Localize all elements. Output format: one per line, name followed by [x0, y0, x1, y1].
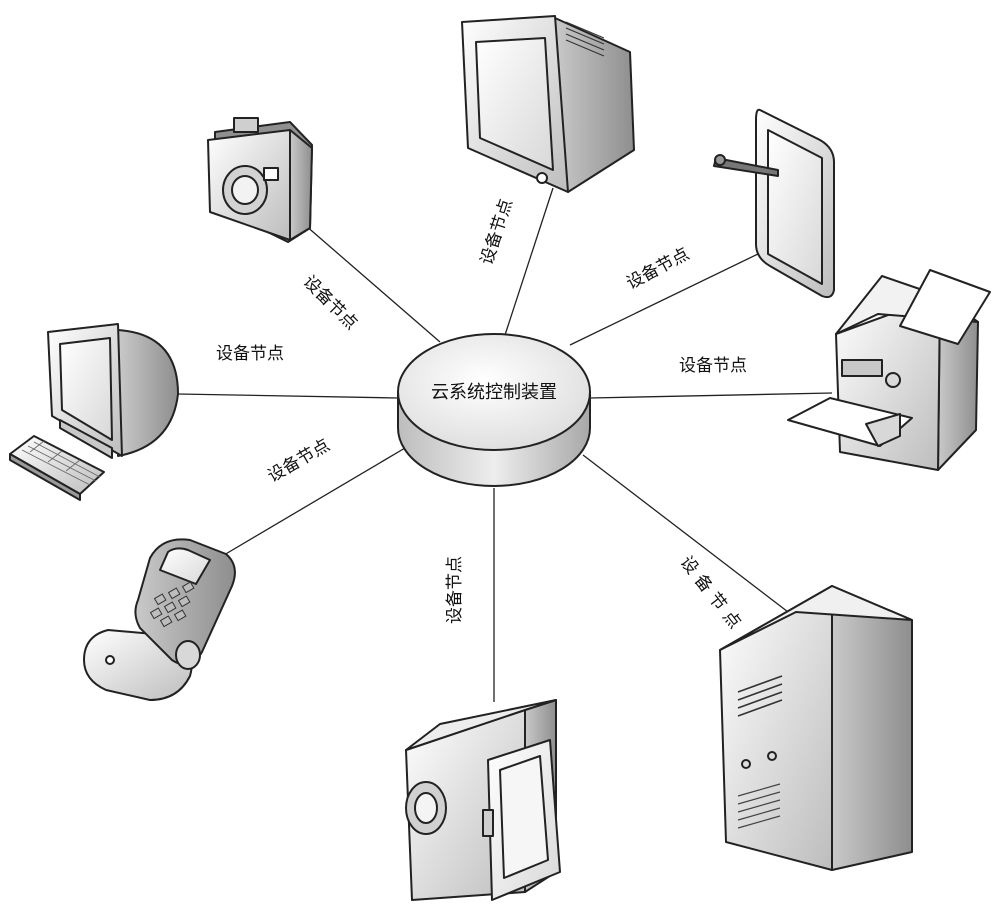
cloud-control-hub: 云系统控制装置 — [397, 333, 591, 487]
edge-label-printer: 设备节点 — [679, 356, 747, 376]
tablet-icon — [713, 108, 835, 299]
camera-icon — [207, 117, 313, 243]
edge-server — [582, 454, 793, 616]
edge-flip-phone — [223, 447, 406, 556]
edge-label-camera: 设备节点 — [299, 272, 361, 334]
edge-desktop-pc — [177, 393, 399, 399]
desktop-pc-icon — [9, 323, 179, 501]
edge-label-camcorder: 设备节点 — [445, 556, 465, 624]
server-icon — [719, 585, 913, 871]
edge-crt-monitor — [504, 187, 554, 336]
hub-label: 云系统控制装置 — [431, 382, 557, 403]
edge-label-flip-phone: 设备节点 — [265, 435, 334, 486]
hub-top — [397, 333, 591, 451]
edge-label-desktop-pc: 设备节点 — [216, 344, 284, 364]
crt-monitor-icon — [461, 15, 635, 193]
edge-label-tablet: 设备节点 — [623, 244, 692, 294]
printer-icon — [787, 269, 991, 471]
flip-phone-icon — [83, 538, 236, 701]
edge-label-crt-monitor: 设备节点 — [477, 197, 517, 268]
edge-camera — [304, 224, 441, 343]
edge-printer — [589, 392, 833, 399]
edge-label-server: 设备节点 — [676, 553, 748, 638]
camcorder-icon — [405, 699, 561, 901]
edges — [177, 187, 833, 702]
edge-tablet — [569, 252, 761, 346]
